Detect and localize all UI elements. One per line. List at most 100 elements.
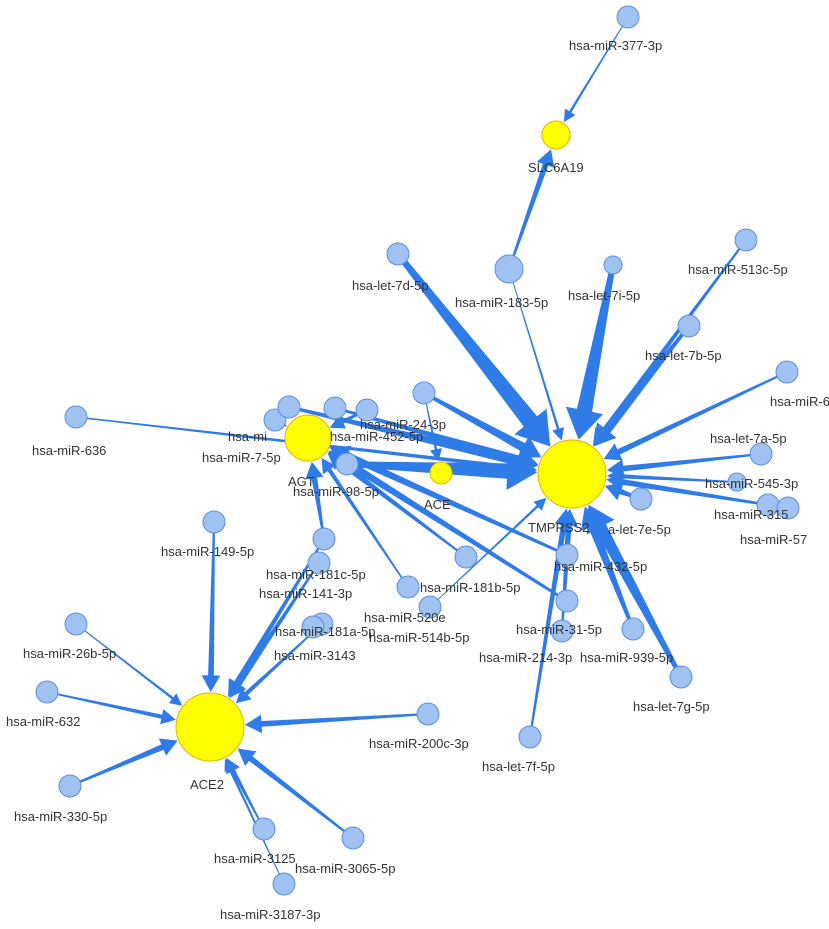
node-label-m181c: hsa-miR-181c-5p [266,567,366,582]
mirna-node-m3143[interactable] [301,615,325,639]
mirna-node-mx1[interactable] [277,395,301,419]
node-label-m3143: hsa-miR-3143 [274,648,356,663]
mirna-node-m636[interactable] [64,405,88,429]
edge-m183-to-TMPRSS2 [508,268,564,441]
edge-let7d-to-TMPRSS2 [395,252,551,447]
mirna-node-let7g[interactable] [669,665,693,689]
node-label-m513c: hsa-miR-513c-5p [688,262,788,277]
edge-m636-to-TMPRSS2 [75,416,538,476]
node-label-m632: hsa-miR-632 [6,714,80,729]
node-label-m141: hsa-miR-141-3p [259,586,352,601]
mirna-node-m214[interactable] [550,619,574,643]
edge-m432-to-AGT [329,445,568,557]
mirna-node-mx2[interactable] [355,398,379,422]
node-label-m181a: hsa-miR-181a-5p [275,624,375,639]
mirna-node-let7i[interactable] [603,255,623,275]
edge-m26b-to-ACE2 [75,623,183,706]
edge-m377-to-SLC6A19 [563,16,629,123]
mirna-node-m513c[interactable] [734,228,758,252]
node-label-let7i: hsa-let-7i-5p [568,288,640,303]
mirna-node-m98[interactable] [335,452,359,476]
node-label-m98: hsa-miR-98-5p [293,484,379,499]
mirna-node-m3125[interactable] [252,817,276,841]
node-label-m636: hsa-miR-636 [32,443,106,458]
mirna-node-m26b[interactable] [64,612,88,636]
edge-m141-to-ACE2 [229,562,320,698]
node-label-m214: hsa-miR-214-3p [479,650,572,665]
node-label-let7b: hsa-let-7b-5p [645,348,722,363]
mirna-node-m183[interactable] [494,254,524,284]
mirna-node-m545[interactable] [727,472,747,492]
gene-node-SLC6A19[interactable] [541,120,571,150]
mirna-node-m66[interactable] [775,360,799,384]
node-label-m545: hsa-miR-545-3p [705,476,798,491]
node-label-let7g: hsa-let-7g-5p [633,699,710,714]
mirna-node-let7d[interactable] [386,242,410,266]
node-label-m514b: hsa-miR-514b-5p [369,630,469,645]
edge-m330-to-ACE2 [69,738,178,787]
node-label-let7a: hsa-let-7a-5p [710,431,787,446]
mirna-node-m514b[interactable] [396,575,420,599]
node-label-m57: hsa-miR-57 [740,532,807,547]
gene-node-ACE[interactable] [429,461,453,485]
edge-let7a-to-TMPRSS2 [606,453,762,478]
node-label-m3187: hsa-miR-3187-3p [220,907,320,922]
mirna-node-m377[interactable] [616,5,640,29]
edge-let7g-to-TMPRSS2 [586,504,683,678]
node-label-m31: hsa-miR-31-5p [516,622,602,637]
node-label-m452: hsa-miR-452-5p [330,429,423,444]
node-label-TMPRSS2: TMPRSS2 [528,520,589,535]
mirna-node-let7a[interactable] [749,442,773,466]
mirna-node-m3065[interactable] [341,826,365,850]
edge-m3125-to-ACE2 [226,757,265,830]
edge-m183-to-SLC6A19 [508,149,555,270]
mirna-node-let7b[interactable] [677,314,701,338]
mirna-node-m181b[interactable] [454,545,478,569]
edge-m181c-to-ACE2 [228,538,325,698]
mirna-node-m149[interactable] [202,510,226,534]
mirna-node-m181c[interactable] [312,527,336,551]
node-label-let7f: hsa-let-7f-5p [482,759,555,774]
node-label-m181b: hsa-miR-181b-5p [420,580,520,595]
node-label-m66: hsa-miR-66 [770,394,829,409]
edge-m3065-to-ACE2 [237,748,354,839]
mirna-node-m452[interactable] [323,396,347,420]
node-label-ACE: ACE [424,497,451,512]
mirna-node-m330[interactable] [58,774,82,798]
gene-node-ACE2[interactable] [175,692,245,762]
node-label-SLC6A19: SLC6A19 [528,160,584,175]
mirna-node-m3187[interactable] [272,872,296,896]
mirna-node-let7e[interactable] [629,487,653,511]
mirna-node-m141[interactable] [307,551,331,575]
edge-m149-to-ACE2 [201,522,221,692]
edge-m939-to-TMPRSS2 [580,506,635,630]
mirna-node-m24[interactable] [412,381,436,405]
mirna-node-m632[interactable] [35,680,59,704]
gene-node-AGT[interactable] [284,414,332,462]
node-label-m7: hsa-miR-7-5p [202,450,281,465]
node-label-m149: hsa-miR-149-5p [161,544,254,559]
node-label-let7d: hsa-let-7d-5p [352,278,429,293]
edge-m3187-to-ACE2 [224,758,285,885]
edge-m31-to-AGT [328,450,568,603]
edge-m181b-to-AGT [327,452,467,558]
mirna-node-m432[interactable] [555,543,579,567]
edge-let7f-to-TMPRSS2 [529,508,573,738]
node-layer [35,5,800,896]
edge-m514b-to-AGT [321,457,409,588]
edge-m181a-to-ACE2 [235,623,323,704]
node-label-m939: hsa-miR-939-5p [580,650,673,665]
edge-m57-to-TMPRSS2 [606,472,789,509]
mirna-node-let7f[interactable] [518,725,542,749]
mirna-node-m939[interactable] [621,617,645,641]
gene-node-TMPRSS2[interactable] [537,439,607,509]
edge-m24-to-ACE [423,392,442,462]
mirna-node-m31[interactable] [555,589,579,613]
mirna-node-m520e[interactable] [418,595,442,619]
mirna-node-m200c[interactable] [416,702,440,726]
edge-m632-to-ACE2 [46,691,176,725]
mirna-node-m57[interactable] [776,496,800,520]
node-label-m377: hsa-miR-377-3p [569,38,662,53]
